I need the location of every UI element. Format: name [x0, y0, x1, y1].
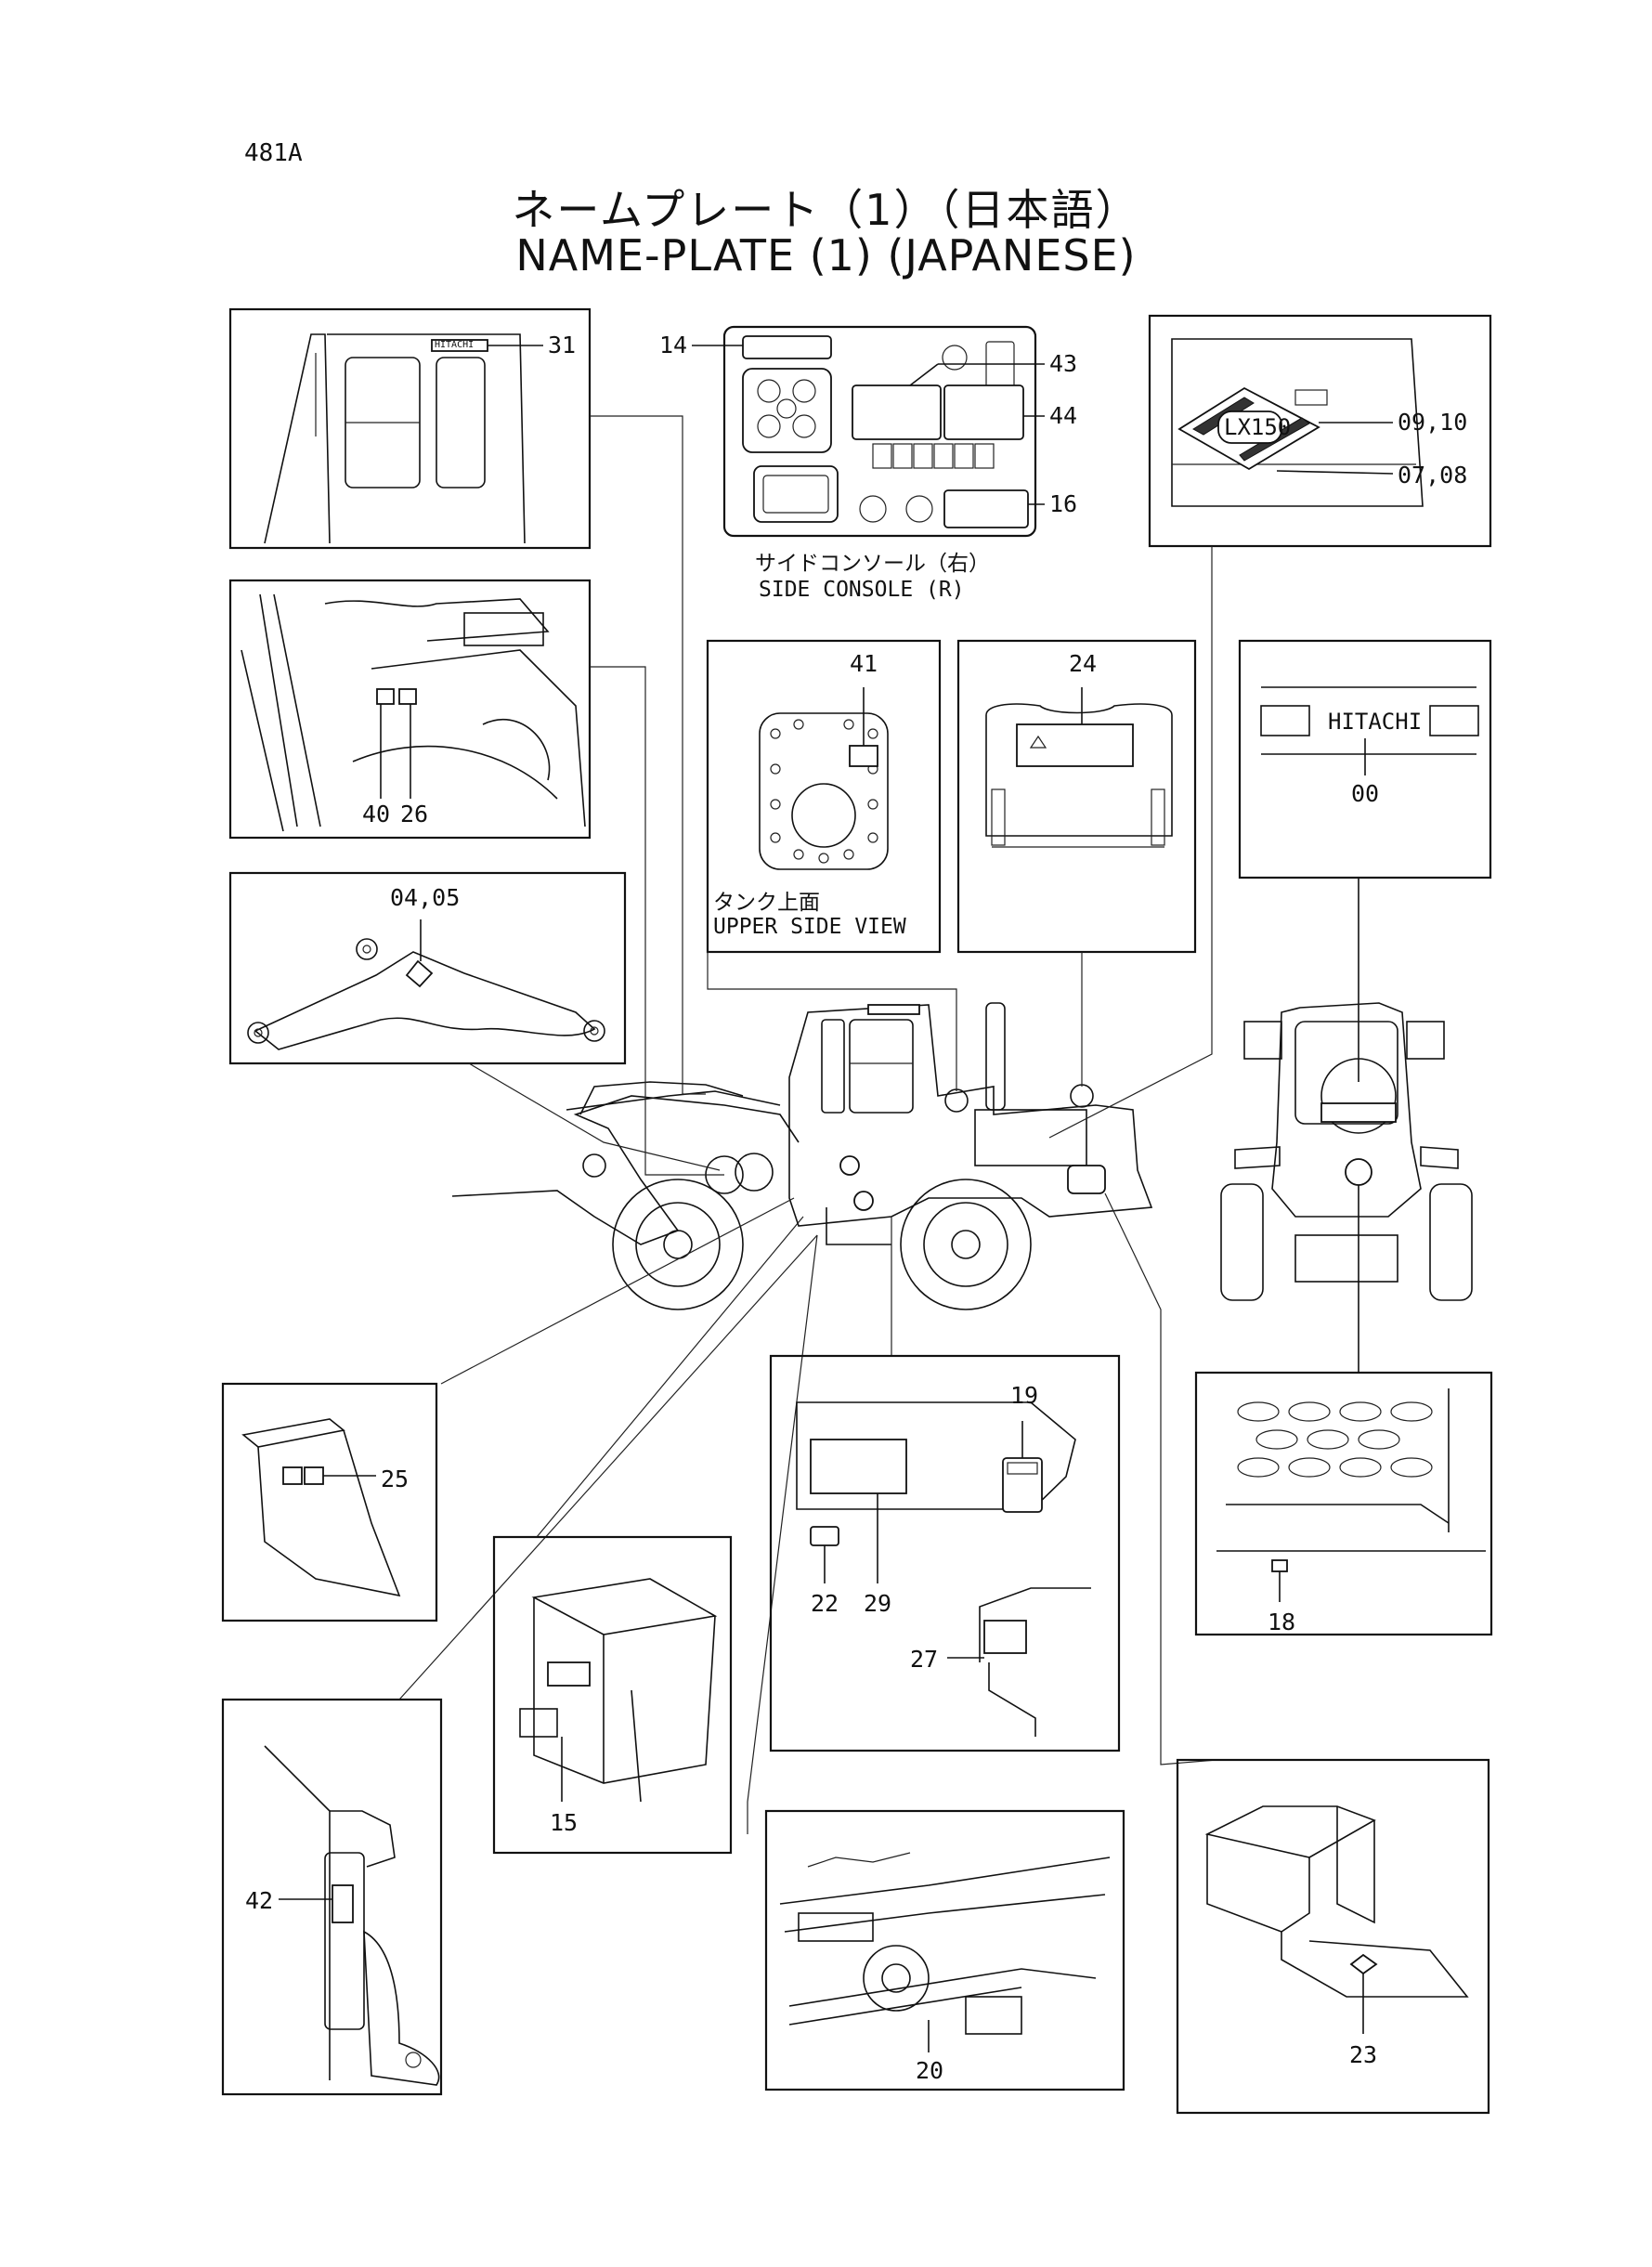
callout-31: 31 [548, 332, 577, 358]
rear-hitachi-plate: HITACHI [1328, 709, 1423, 735]
panel-side-console [692, 325, 1045, 538]
panel-pillar [221, 1698, 443, 2096]
callout-14: 14 [659, 332, 688, 358]
callout-23: 23 [1349, 2041, 1378, 2068]
tank-caption-jp: タンク上面 [713, 891, 820, 915]
callout-19: 19 [1010, 1382, 1039, 1409]
model-plate-text: LX150 [1224, 414, 1292, 440]
callout-44: 44 [1049, 402, 1078, 429]
panel-fender [221, 1382, 438, 1622]
machine-side-view [451, 1002, 1153, 1310]
title-japanese: ネームプレート（1）（日本語） [512, 185, 1140, 235]
panel-boom [228, 871, 627, 1065]
title-english: NAME-PLATE (1) (JAPANESE) [515, 230, 1137, 280]
callout-22: 22 [811, 1590, 839, 1617]
callout-20: 20 [916, 2057, 944, 2084]
callout-04-05: 04,05 [390, 884, 461, 911]
callout-24: 24 [1069, 650, 1098, 677]
leader-lines [398, 415, 1359, 1834]
panel-rear-grille [1194, 1371, 1493, 1636]
callout-42: 42 [245, 1887, 274, 1914]
panel-battery-box [1176, 1758, 1490, 2115]
callout-09-10: 09,10 [1398, 409, 1468, 436]
callout-43: 43 [1049, 350, 1078, 377]
callout-16: 16 [1049, 490, 1078, 517]
callout-26: 26 [400, 801, 429, 827]
panel-model-plate [1148, 314, 1492, 548]
callout-27: 27 [910, 1646, 939, 1673]
side-console-caption-en: SIDE CONSOLE (R) [759, 578, 965, 602]
side-console-caption-jp: サイドコンソール（右） [755, 552, 990, 576]
page-code: 481A [244, 139, 303, 167]
panel-cover [492, 1535, 733, 1855]
cab-hitachi-plate: HITACHI [435, 340, 475, 350]
panel-cab-top [228, 307, 592, 550]
callout-18: 18 [1268, 1609, 1296, 1635]
callout-29: 29 [864, 1590, 892, 1617]
callout-25: 25 [381, 1466, 410, 1492]
callout-15: 15 [550, 1809, 579, 1836]
callout-07-08: 07,08 [1398, 462, 1468, 489]
panel-undercarriage [764, 1809, 1125, 2091]
panel-tank-upper [706, 639, 942, 954]
panel-interior [228, 579, 592, 840]
panel-cab-interior [769, 1354, 1121, 1752]
tank-caption-en: UPPER SIDE VIEW [713, 915, 906, 939]
callout-41: 41 [850, 650, 878, 677]
callout-40: 40 [362, 801, 391, 827]
callout-00: 00 [1351, 780, 1380, 807]
machine-rear-view [1220, 878, 1473, 1373]
panel-tank-front [956, 639, 1197, 954]
panel-rear-logo [1238, 639, 1492, 879]
